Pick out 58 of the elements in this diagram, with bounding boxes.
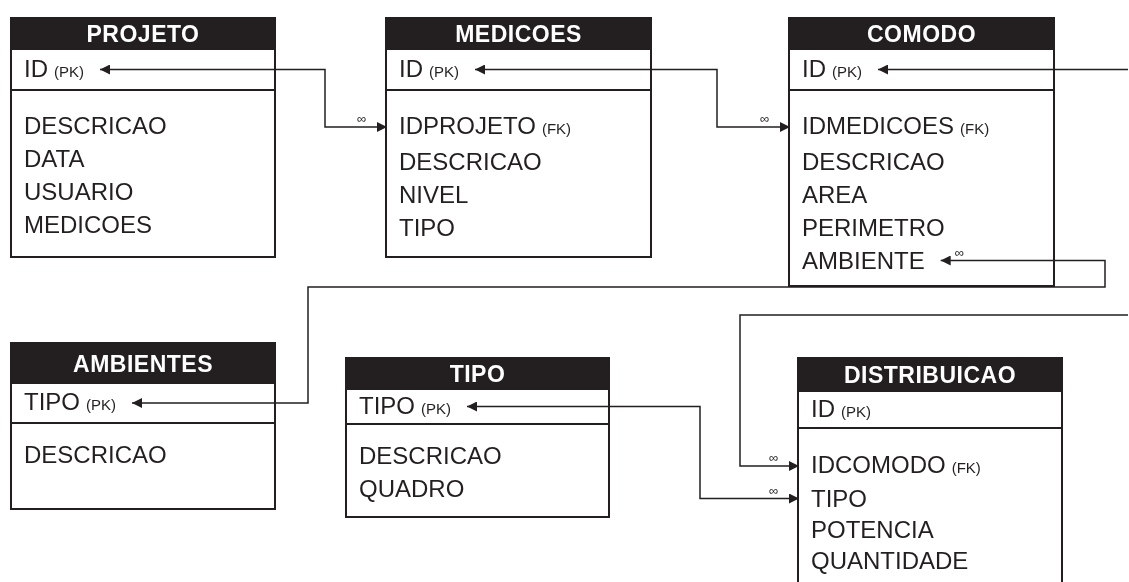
relationship-connector xyxy=(877,64,1129,75)
field-name: TIPO xyxy=(799,483,883,514)
field-name: IDMEDICOES xyxy=(802,112,954,139)
field-name: NIVEL xyxy=(387,178,485,211)
field-name: TIPO xyxy=(24,387,80,415)
field-name: AMBIENTE xyxy=(790,244,941,277)
key-marker: (PK) xyxy=(86,395,116,413)
field-name: DESCRICAO xyxy=(347,439,518,472)
key-marker: (PK) xyxy=(54,62,84,80)
table-header: TIPO xyxy=(347,359,608,390)
field-name: ID xyxy=(24,54,48,82)
entity-table xyxy=(10,17,276,258)
entity-table xyxy=(345,357,610,518)
field-name: DESCRICAO xyxy=(387,145,558,178)
key-marker: (PK) xyxy=(832,62,862,80)
field-name: POTENCIA xyxy=(799,514,950,545)
field-name: MEDICOES xyxy=(12,208,168,241)
field-name: AREA xyxy=(790,178,884,211)
field-name: QUADRO xyxy=(347,472,481,505)
relationship-connector xyxy=(99,64,388,132)
entity-table xyxy=(788,17,1055,287)
key-marker: (PK) xyxy=(429,62,459,80)
table-header: COMODO xyxy=(790,19,1053,50)
field-name: QUANTIDADE xyxy=(799,545,985,576)
cardinality-symbol: ∞ xyxy=(769,451,779,464)
relationship-connector xyxy=(466,401,800,504)
field-name: ID xyxy=(811,394,835,422)
field-name: DATA xyxy=(12,142,101,175)
field-name: USUARIO xyxy=(12,175,150,208)
key-marker: (FK) xyxy=(960,120,990,137)
entity-table xyxy=(797,357,1063,582)
relationship-connector xyxy=(131,255,1106,408)
key-marker: (FK) xyxy=(541,120,572,137)
entity-table xyxy=(385,17,652,258)
relationship-connector xyxy=(474,64,791,132)
cardinality-symbol: ∞ xyxy=(769,483,779,497)
field-name: IDPROJETO xyxy=(399,112,536,139)
relationship-connector xyxy=(739,314,1129,471)
field-name: DESCRICAO xyxy=(12,109,183,142)
field-name: TIPO xyxy=(387,211,471,244)
cardinality-symbol: ∞ xyxy=(357,112,367,125)
entity-table xyxy=(10,342,276,510)
field-name: IDCOMODO xyxy=(811,451,946,478)
table-header: DISTRIBUICAO xyxy=(799,359,1061,392)
key-marker: (PK) xyxy=(421,399,451,417)
field-name: TIPO xyxy=(359,391,415,419)
cardinality-symbol: ∞ xyxy=(760,112,770,125)
field-name: ID xyxy=(399,54,423,82)
key-marker: (PK) xyxy=(841,402,871,420)
table-header: PROJETO xyxy=(12,19,274,50)
field-name: ID xyxy=(802,54,826,82)
field-name: DESCRICAO xyxy=(12,438,183,471)
table-header: MEDICOES xyxy=(387,19,650,50)
table-header: AMBIENTES xyxy=(12,344,274,384)
cardinality-symbol: ∞ xyxy=(954,245,964,259)
key-marker: (FK) xyxy=(951,459,981,476)
field-name: DESCRICAO xyxy=(790,145,961,178)
field-name: PERIMETRO xyxy=(790,211,961,244)
